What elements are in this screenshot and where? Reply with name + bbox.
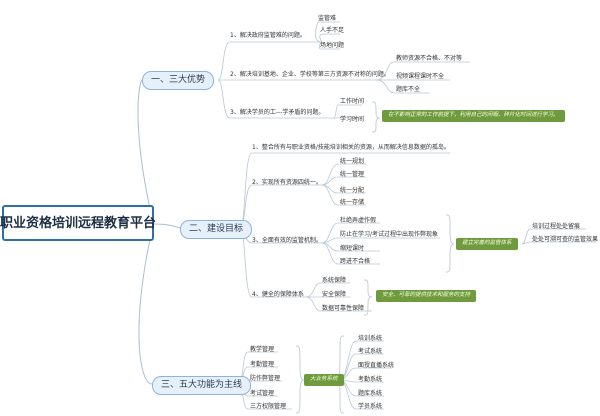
supervision-result-1: 培训过程处处留痕 xyxy=(532,223,581,230)
goal-item-4: 4、健全的保障体系 xyxy=(252,291,304,298)
function-right-2: 考试系统 xyxy=(358,348,383,355)
advantage-3-leaf-1: 工作时间 xyxy=(340,98,365,105)
goal-4-leaf-2: 安全保障 xyxy=(322,291,347,298)
goal-item-2: 2、实现所有资源四统一。 xyxy=(252,179,322,186)
goal-3-leaf-1: 杜绝弄虚作假 xyxy=(340,217,377,224)
advantage-3-leaf-2: 学习时间 xyxy=(340,116,365,123)
advantage-item-3: 3、解决学员的工---学矛盾的问题。 xyxy=(230,109,325,116)
function-left-1: 教学管理 xyxy=(250,346,275,353)
advantage-2-leaf-3: 题库不全 xyxy=(396,86,421,93)
advantage-item-2: 2、解决培训基地、企业、学校等第三方资源不对称的问题。 xyxy=(230,71,390,78)
advantage-1-leaf-3: 场地问题 xyxy=(320,42,345,49)
advantage-2-leaf-1: 教师资源不合格、不对等 xyxy=(396,55,463,62)
advantage-3-note: 在不影响正常的工作前提下，利用自己的闲暇、碎片化时间进行学习。 xyxy=(382,110,565,122)
function-left-5: 三方权限管理 xyxy=(250,403,287,410)
goal-2-leaf-3: 统一分配 xyxy=(340,187,365,194)
branch-goals: 二、建设目标 xyxy=(180,220,253,239)
goal-3-leaf-2: 防止在学习/考试过程中出现作弊现象 xyxy=(340,231,439,238)
function-right-1: 培训系统 xyxy=(358,335,383,342)
goal-item-1: 1、整合所有与职业资格/技能培训相关的资源，从而解决信息数据的孤岛。 xyxy=(252,144,450,151)
function-right-3: 面授直播系统 xyxy=(358,362,395,369)
goal-4-leaf-1: 系统保障 xyxy=(322,277,347,284)
branch-functions: 三、五大功能为主线 xyxy=(152,376,252,395)
business-system-note: 大业务系统 xyxy=(304,374,344,386)
goal-2-leaf-2: 统一管理 xyxy=(340,171,365,178)
function-left-3: 防作弊管理 xyxy=(250,375,281,382)
goal-4-leaf-3: 数据可靠性保障 xyxy=(322,305,365,312)
goal-3-leaf-3: 缩短课时 xyxy=(340,245,365,252)
function-right-4: 考勤系统 xyxy=(358,376,383,383)
advantage-1-leaf-1: 监管难 xyxy=(318,15,337,22)
function-right-5: 题库系统 xyxy=(358,390,383,397)
function-left-4: 考试管理 xyxy=(250,390,275,397)
root-topic: 职业资格培训远程教育平台 xyxy=(0,205,156,241)
function-left-2: 考勤管理 xyxy=(250,361,275,368)
goal-2-leaf-4: 统一存储 xyxy=(340,199,365,206)
function-right-6: 学员系统 xyxy=(358,403,383,410)
advantage-item-1: 1、解决政府监管难的问题。 xyxy=(230,32,306,39)
advantage-2-leaf-2: 视频课程课时不全 xyxy=(396,73,445,80)
supervision-result-2: 处处可溯可查的监管效果 xyxy=(532,236,599,243)
goal-item-3: 3、全面有效的监管机制。 xyxy=(252,237,322,244)
goal-2-leaf-1: 统一规划 xyxy=(340,158,365,165)
advantage-1-leaf-2: 人手不足 xyxy=(320,27,345,34)
branch-advantages: 一、三大优势 xyxy=(142,71,215,90)
supervision-note: 建立完善的监管体系 xyxy=(456,238,518,250)
assurance-note: 安全、可靠的提供技术和服务的支持 xyxy=(376,290,477,302)
goal-3-leaf-4: 跨进不合格 xyxy=(340,258,371,265)
